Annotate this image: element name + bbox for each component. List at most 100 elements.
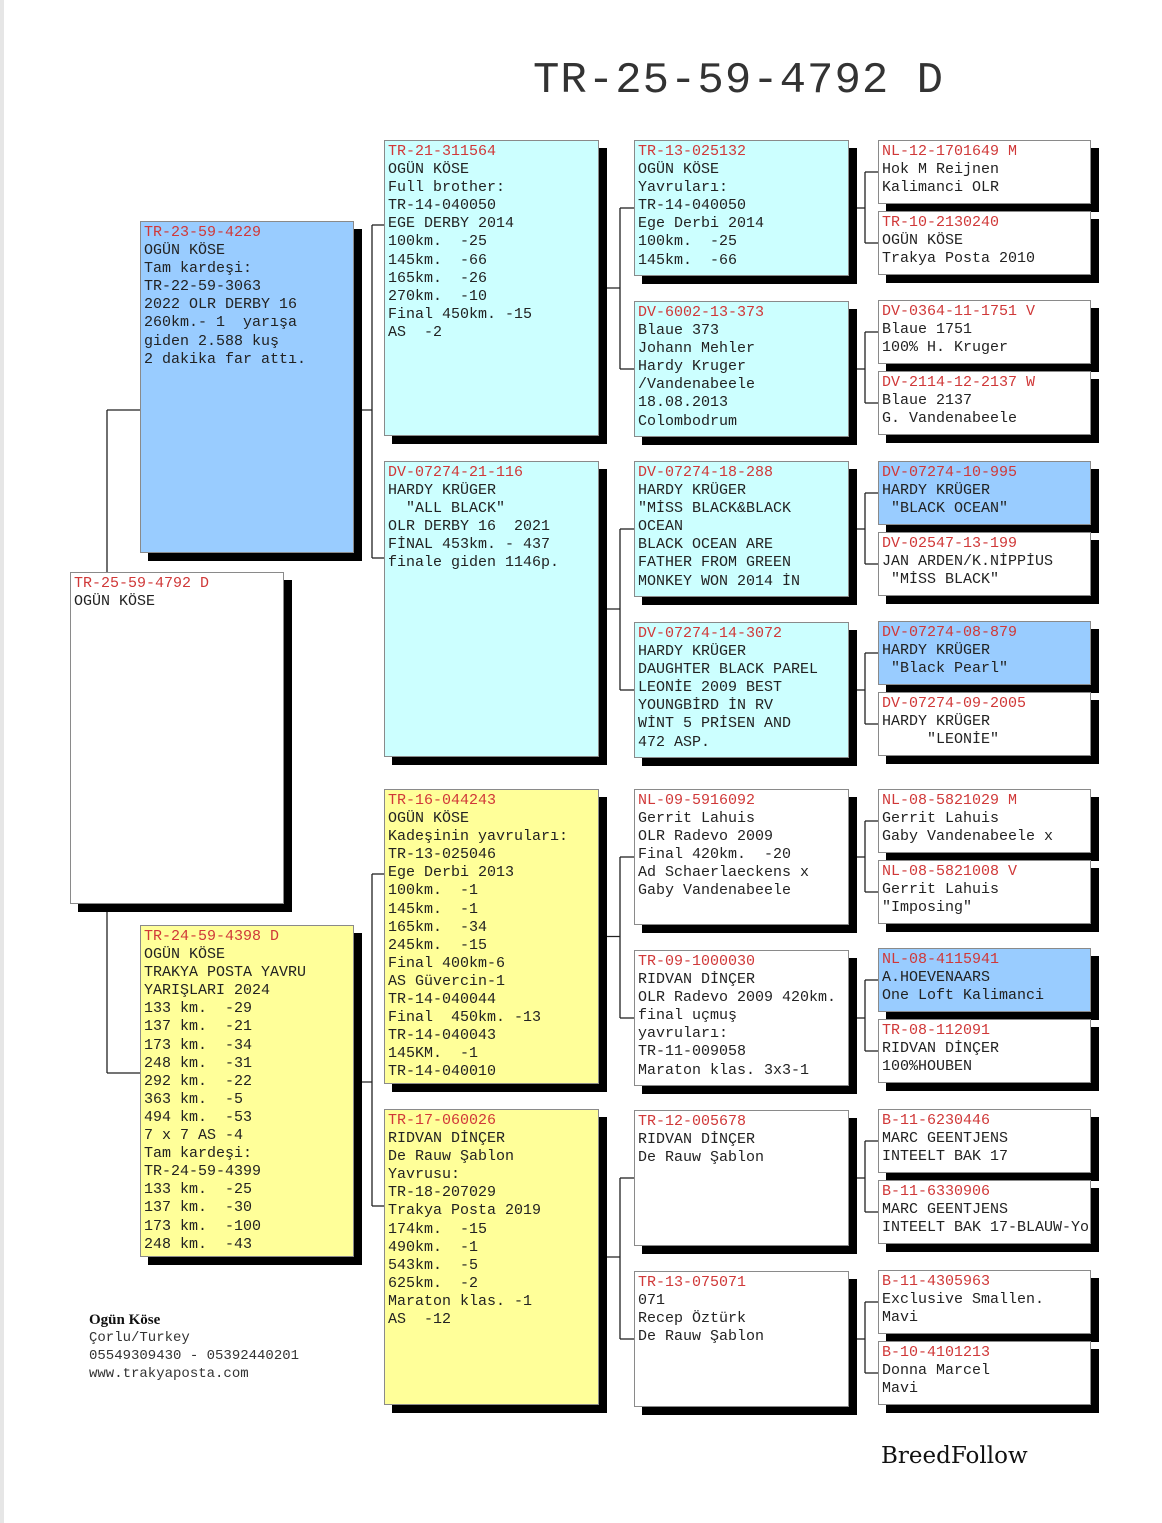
ring-number: DV-07274-14-3072: [638, 625, 783, 642]
card-line: OGÜN KÖSE: [144, 242, 226, 260]
card-line: 165km. -26: [388, 269, 488, 287]
card-line: 173 km. -100: [144, 1217, 262, 1235]
ring-number: TR-13-075071: [638, 1274, 747, 1291]
card-line: 100% H. Kruger: [882, 339, 1009, 357]
card-line: Maraton klas. 3x3-1: [638, 1061, 810, 1079]
card-line: TR-14-040043: [388, 1027, 497, 1045]
card-line: INTEELT BAK 17-BLAUW-Yo: [882, 1219, 1090, 1237]
card-line: 100km. -25: [638, 233, 738, 251]
card-line: TR-24-59-4399: [144, 1163, 262, 1181]
card-line: G. Vandenabeele: [882, 410, 1018, 428]
card-line: JAN ARDEN/K.NİPPİUS: [882, 553, 1054, 571]
card-line: Yavruları:: [638, 179, 729, 197]
breeder-website[interactable]: www.trakyaposta.com: [89, 1366, 249, 1382]
card-line: 100km. -1: [388, 882, 479, 900]
card-line: OGÜN KÖSE: [74, 593, 156, 611]
card-line: Recep Öztürk: [638, 1310, 747, 1328]
card-line: AS Güvercin-1: [388, 972, 506, 990]
card-line: RIDVAN DİNÇER: [638, 971, 756, 989]
card-line: Colombodrum: [638, 412, 738, 430]
card-line: Ege Derbi 2014: [638, 215, 765, 233]
card-line: Hardy Kruger: [638, 358, 747, 376]
breeder-info: Ogün Köse Çorlu/Turkey 05549309430 - 053…: [89, 1311, 299, 1383]
card-line: Johann Mehler: [638, 340, 756, 358]
card-line: 165km. -34: [388, 918, 488, 936]
card-line: YOUNGBİRD İN RV: [638, 697, 774, 715]
card-line: /Vandenabeele: [638, 376, 756, 394]
page-title: TR-25-59-4792 D: [533, 56, 945, 106]
card-line: RIDVAN DİNÇER: [638, 1131, 756, 1149]
ring-number: TR-12-005678: [638, 1113, 747, 1130]
card-line: Trakya Posta 2010: [882, 250, 1036, 268]
card-line: 133 km. -25: [144, 1181, 253, 1199]
ring-number: TR-16-044243: [388, 792, 497, 809]
ring-number: B-11-6230446: [882, 1112, 991, 1129]
card-line: A.HOEVENAARS: [882, 969, 991, 987]
card-line: Kalimanci OLR: [882, 179, 1000, 197]
card-line: Final 450km. -15: [388, 305, 533, 323]
card-line: MONKEY WON 2014 İN: [638, 572, 801, 590]
card-line: 100%HOUBEN: [882, 1058, 973, 1076]
card-line: TR-13-025046: [388, 846, 497, 864]
ring-number: NL-08-4115941: [882, 951, 1000, 968]
card-line: TR-11-009058: [638, 1043, 747, 1061]
card-line: HARDY KRÜGER: [882, 642, 991, 660]
card-line: 248 km. -43: [144, 1235, 253, 1253]
card-line: final uçmuş: [638, 1007, 738, 1025]
card-line: 071: [638, 1292, 666, 1310]
card-line: RIDVAN DİNÇER: [388, 1130, 506, 1148]
card-line: FİNAL 453km. - 437: [388, 536, 551, 554]
ring-number: TR-13-025132: [638, 143, 747, 160]
ring-number: B-10-4101213: [882, 1344, 991, 1361]
ring-number: DV-07274-10-995: [882, 464, 1018, 481]
ring-number: NL-08-5821008 V: [882, 863, 1018, 880]
card-line: "ALL BLACK": [388, 500, 506, 518]
card-line: 137 km. -21: [144, 1018, 253, 1036]
card-line: 145km. -66: [388, 251, 488, 269]
ring-number: DV-02547-13-199: [882, 535, 1018, 552]
card-line: Gaby Vandenabeele x: [882, 828, 1054, 846]
card-line: Tam kardeşi:: [144, 1145, 253, 1163]
card-line: Hok M Reijnen: [882, 161, 1000, 179]
card-line: Kadeşinin yavruları:: [388, 828, 569, 846]
card-line: Mavi: [882, 1309, 919, 1327]
card-line: AS -2: [388, 323, 443, 341]
card-line: TR-18-207029: [388, 1184, 497, 1202]
ring-number: DV-07274-09-2005: [882, 695, 1027, 712]
card-line: "MİSS BLACK&BLACK: [638, 500, 792, 518]
card-line: Trakya Posta 2019: [388, 1202, 542, 1220]
card-line: HARDY KRÜGER: [638, 643, 747, 661]
card-line: Gerrit Lahuis: [638, 810, 756, 828]
